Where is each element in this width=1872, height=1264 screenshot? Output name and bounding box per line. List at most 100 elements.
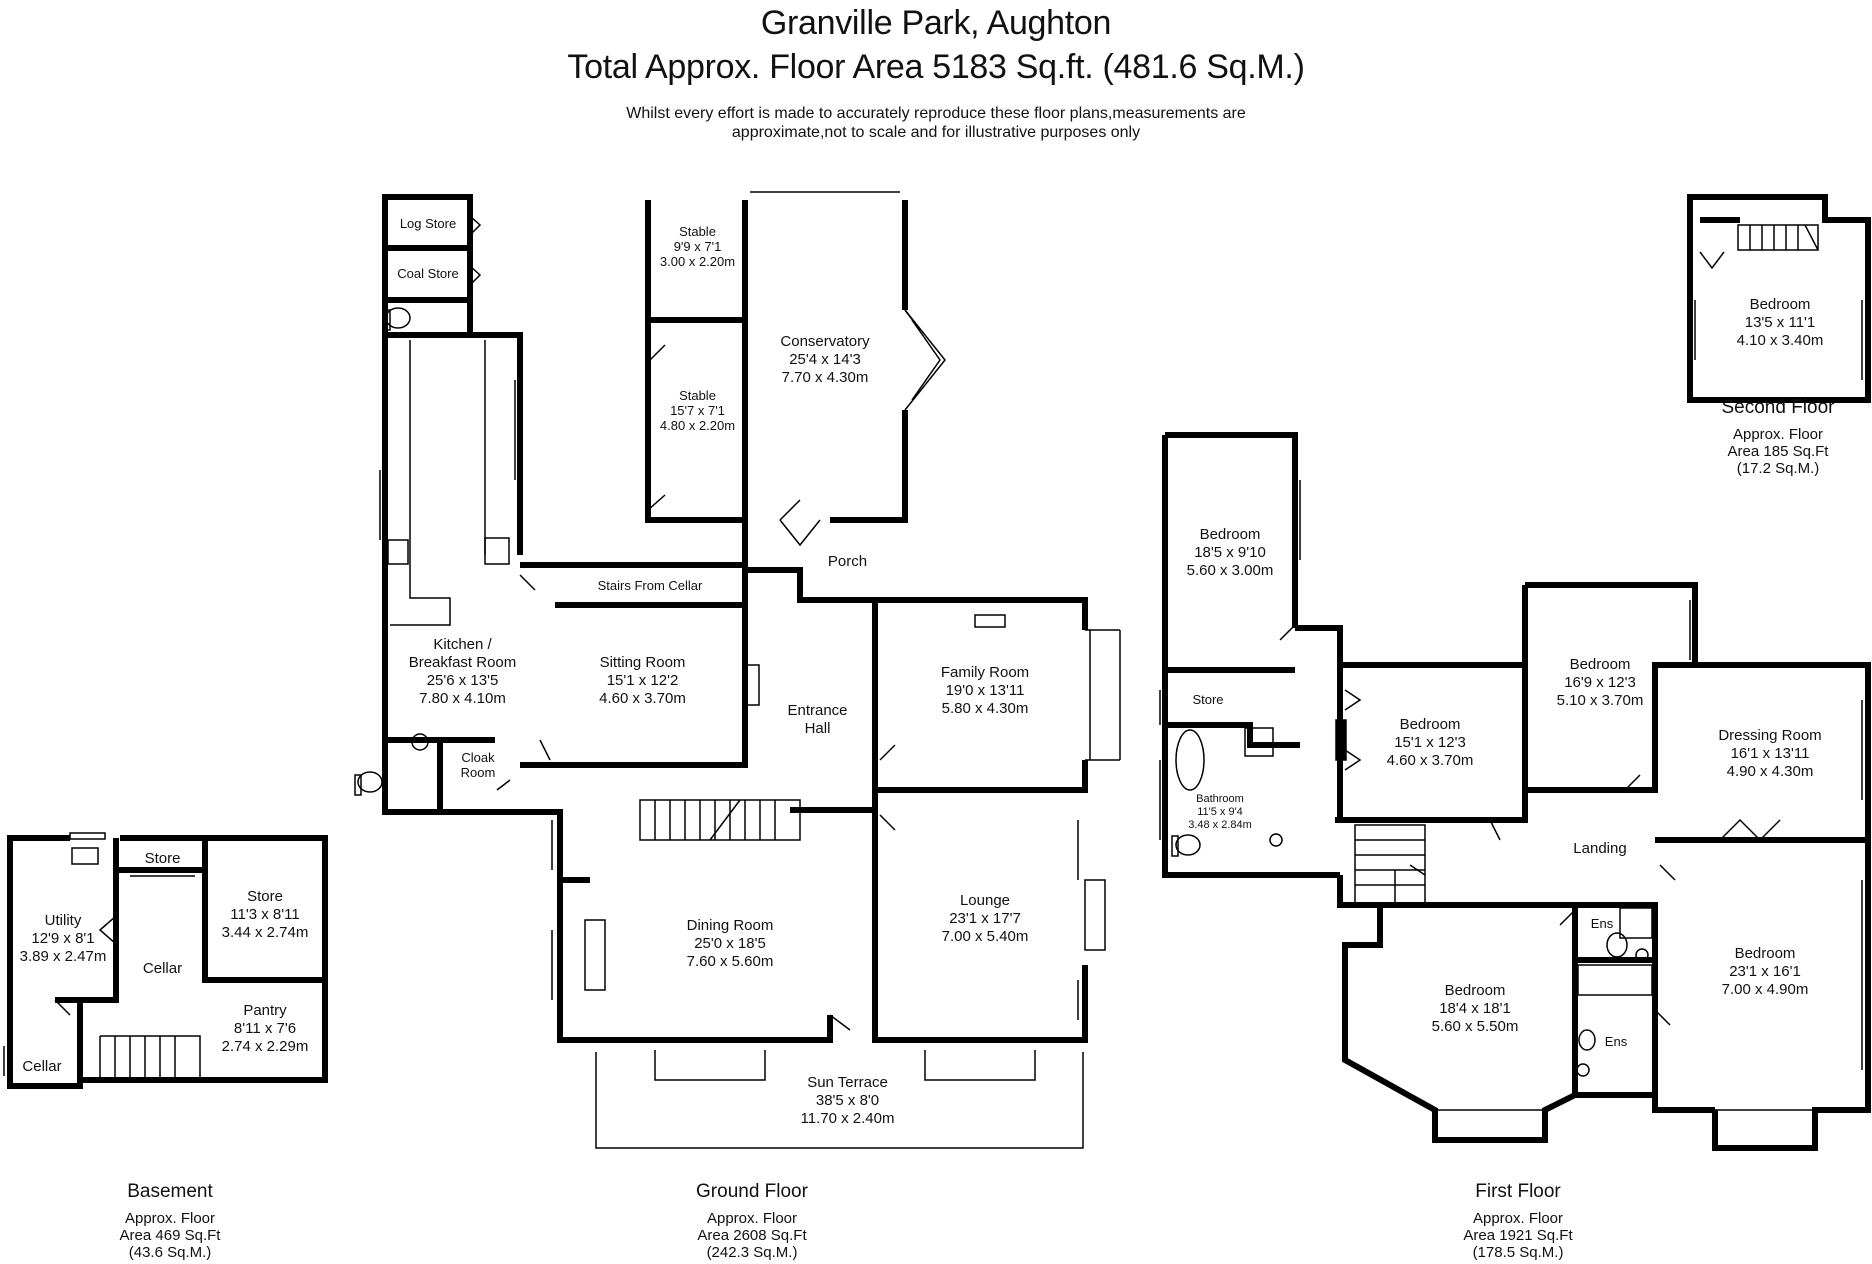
room-imperial: 15'1 x 12'2 — [606, 672, 679, 689]
floor-area-line-2: Area 2608 Sq.Ft — [697, 1227, 807, 1244]
room-basement-store: Store 11'3 x 8'11 3.44 x 2.74m — [210, 888, 320, 942]
room-name-line-2: Hall — [804, 720, 831, 737]
room-name-line-1: Entrance — [787, 702, 848, 719]
room-name: Bedroom — [1734, 945, 1796, 962]
room-bedroom-second: Bedroom 13'5 x 11'1 4.10 x 3.40m — [1715, 296, 1845, 350]
room-cloak-room: Cloak Room — [443, 750, 513, 780]
floor-title-ground: Ground Floor — [696, 1181, 808, 1202]
ground-floor-walls — [382, 194, 1088, 1043]
room-imperial: 19'0 x 13'11 — [945, 682, 1025, 699]
floor-title-basement: Basement — [127, 1181, 213, 1202]
floor-area-line-3: (17.2 Sq.M.) — [1736, 460, 1820, 477]
room-metric: 11.70 x 2.40m — [800, 1110, 895, 1127]
room-basement-store-small: Store — [120, 850, 205, 868]
room-name: Store — [144, 850, 181, 867]
room-porch: Porch — [800, 553, 895, 571]
floor-area-line-3: (242.3 Sq.M.) — [706, 1244, 798, 1261]
room-entrance-hall: Entrance Hall — [765, 702, 870, 738]
room-name: Store — [1192, 692, 1224, 707]
ground-floor-details — [354, 191, 1121, 1149]
room-utility: Utility 12'9 x 8'1 3.89 x 2.47m — [8, 912, 118, 966]
room-name: Dining Room — [686, 917, 774, 934]
room-ens-1: Ens — [1584, 916, 1620, 931]
room-imperial: 8'11 x 7'6 — [233, 1020, 297, 1037]
room-stable-1: Stable 9'9 x 7'1 3.00 x 2.20m — [650, 224, 745, 269]
room-dining-room: Dining Room 25'0 x 18'5 7.60 x 5.60m — [655, 917, 805, 971]
room-imperial: 9'9 x 7'1 — [673, 239, 722, 254]
room-name: Family Room — [940, 664, 1030, 681]
room-bedroom-c: Bedroom 16'9 x 12'3 5.10 x 3.70m — [1535, 656, 1665, 710]
room-family-room: Family Room 19'0 x 13'11 5.80 x 4.30m — [910, 664, 1060, 718]
room-name: Sitting Room — [599, 654, 686, 671]
floor-area-second: Approx. Floor Area 185 Sq.Ft (17.2 Sq.M.… — [1628, 426, 1872, 477]
room-imperial: 23'1 x 17'7 — [949, 910, 1021, 927]
room-name-line-2: Room — [460, 765, 496, 780]
room-bedroom-a: Bedroom 18'5 x 9'10 5.60 x 3.00m — [1170, 526, 1290, 580]
room-imperial: 38'5 x 8'0 — [815, 1092, 880, 1109]
room-name: Bathroom — [1196, 793, 1244, 805]
room-landing: Landing — [1545, 840, 1655, 858]
room-name: Coal Store — [397, 266, 459, 281]
room-imperial: 15'1 x 12'3 — [1394, 734, 1466, 751]
room-bathroom: Bathroom 11'5 x 9'4 3.48 x 2.84m — [1170, 793, 1270, 832]
room-dressing-room: Dressing Room 16'1 x 13'11 4.90 x 4.30m — [1690, 727, 1850, 781]
room-pantry: Pantry 8'11 x 7'6 2.74 x 2.29m — [210, 1002, 320, 1056]
room-name: Sun Terrace — [807, 1074, 888, 1091]
room-metric: 4.80 x 2.20m — [659, 418, 736, 433]
room-stable-2: Stable 15'7 x 7'1 4.80 x 2.20m — [650, 388, 745, 433]
room-name-line-1: Kitchen / — [433, 636, 492, 653]
room-name: Ens — [1590, 916, 1614, 931]
room-name: Stable — [679, 224, 716, 239]
room-imperial: 16'9 x 12'3 — [1564, 674, 1636, 691]
room-name: Bedroom — [1569, 656, 1631, 673]
room-log-store: Log Store — [388, 216, 468, 231]
room-imperial: 15'7 x 7'1 — [670, 403, 725, 418]
room-name: Stable — [679, 388, 716, 403]
room-imperial: 13'5 x 11'1 — [1744, 314, 1816, 331]
room-name: Stairs From Cellar — [597, 578, 703, 593]
room-lounge: Lounge 23'1 x 17'7 7.00 x 5.40m — [910, 892, 1060, 946]
room-metric: 5.10 x 3.70m — [1556, 692, 1644, 709]
room-metric: 4.60 x 3.70m — [599, 690, 686, 707]
room-metric: 7.60 x 5.60m — [686, 953, 774, 970]
floor-area-line-3: (178.5 Sq.M.) — [1472, 1244, 1564, 1261]
disclaimer: Whilst every effort is made to accuratel… — [560, 104, 1312, 142]
room-metric: 7.80 x 4.10m — [419, 690, 506, 707]
room-imperial: 18'4 x 18'1 — [1439, 1000, 1511, 1017]
room-imperial: 25'0 x 18'5 — [694, 935, 766, 952]
floor-area-line-2: Area 1921 Sq.Ft — [1463, 1227, 1573, 1244]
room-metric: 3.89 x 2.47m — [19, 948, 107, 965]
room-imperial: 25'6 x 13'5 — [426, 672, 499, 689]
room-metric: 7.70 x 4.30m — [781, 369, 869, 386]
room-kitchen: Kitchen / Breakfast Room 25'6 x 13'5 7.8… — [390, 636, 535, 708]
room-sun-terrace: Sun Terrace 38'5 x 8'0 11.70 x 2.40m — [770, 1074, 925, 1128]
room-store-first: Store — [1168, 692, 1248, 707]
room-imperial: 12'9 x 8'1 — [31, 930, 95, 947]
room-name: Porch — [827, 553, 868, 570]
room-ens-2: Ens — [1592, 1034, 1640, 1049]
room-sitting-room: Sitting Room 15'1 x 12'2 4.60 x 3.70m — [570, 654, 715, 708]
room-name: Bedroom — [1199, 526, 1261, 543]
floor-area-line-1: Approx. Floor — [124, 1210, 216, 1227]
room-name: Pantry — [243, 1002, 287, 1019]
room-name: Log Store — [399, 216, 457, 231]
room-stairs-from-cellar: Stairs From Cellar — [555, 578, 745, 593]
room-metric: 5.60 x 5.50m — [1431, 1018, 1519, 1035]
first-floor-details — [1159, 480, 1863, 1111]
room-metric: 5.60 x 3.00m — [1186, 562, 1274, 579]
floor-area-line-1: Approx. Floor — [1732, 426, 1824, 443]
floor-area-line-3: (43.6 Sq.M.) — [128, 1244, 212, 1261]
room-metric: 3.00 x 2.20m — [659, 254, 736, 269]
room-name: Utility — [44, 912, 82, 929]
room-bedroom-e: Bedroom 23'1 x 16'1 7.00 x 4.90m — [1700, 945, 1830, 999]
room-name: Bedroom — [1444, 982, 1506, 999]
floor-area-basement: Approx. Floor Area 469 Sq.Ft (43.6 Sq.M.… — [20, 1210, 320, 1261]
room-name-line-2: Breakfast Room — [408, 654, 517, 671]
second-floor-walls — [1687, 194, 1871, 403]
basement-walls — [7, 835, 328, 1089]
floor-area-line-2: Area 185 Sq.Ft — [1727, 443, 1829, 460]
floor-area-ground: Approx. Floor Area 2608 Sq.Ft (242.3 Sq.… — [602, 1210, 902, 1261]
room-name: Cellar — [22, 1058, 62, 1075]
second-floor-details — [1694, 224, 1863, 380]
